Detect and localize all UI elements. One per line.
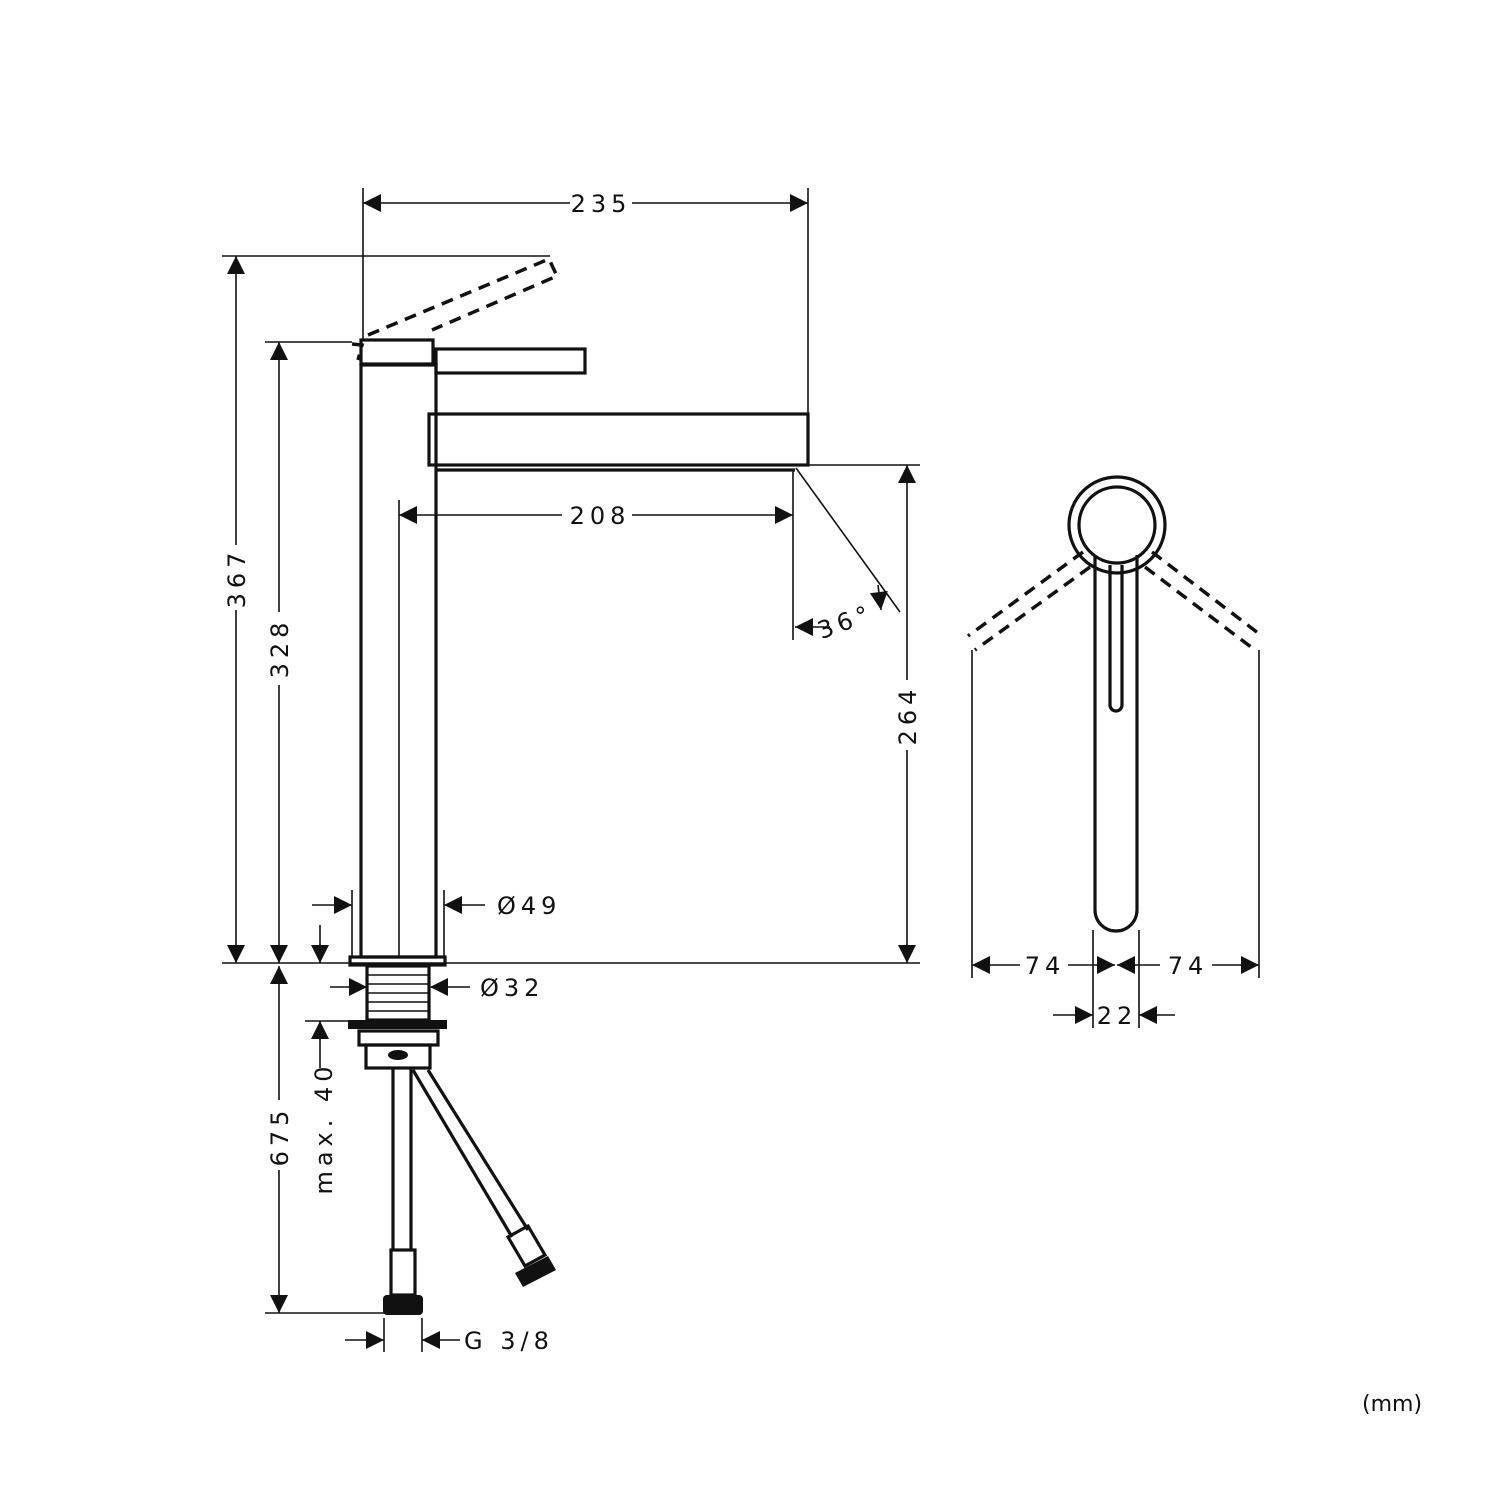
dim-lever-swing-right: 74 xyxy=(1168,952,1209,980)
faucet-spout xyxy=(427,412,810,467)
dim-overall-width: 235 xyxy=(571,190,632,218)
dim-lever-width: 22 xyxy=(1097,1002,1138,1030)
fixing-nut xyxy=(348,1020,447,1029)
dim-height-lever-raised: 367 xyxy=(223,548,251,609)
lever-raised-outline xyxy=(367,256,560,337)
unit-label: (mm) xyxy=(1362,1392,1423,1417)
lever-front xyxy=(1093,555,1139,933)
faucet-side-view xyxy=(348,256,810,1315)
dimension-labels: 235 208 36° 367 328 264 Ø49 Ø32 max. 40 … xyxy=(223,190,922,1355)
faucet-lever xyxy=(434,347,587,375)
dim-spout-reach: 208 xyxy=(570,502,631,530)
dim-max-thickness: max. 40 xyxy=(310,1061,338,1194)
dim-body-diameter: Ø49 xyxy=(497,892,561,920)
dim-hose-length: 675 xyxy=(266,1106,294,1167)
hose-angled xyxy=(411,1069,556,1287)
hose-straight xyxy=(383,1068,423,1315)
dim-spout-height: 264 xyxy=(894,685,922,746)
dimension-lines xyxy=(222,188,920,1352)
dim-connection: G 3/8 xyxy=(464,1327,554,1355)
dim-height-body: 328 xyxy=(266,618,294,679)
dim-lever-swing-left: 74 xyxy=(1025,952,1066,980)
faucet-cap xyxy=(359,338,435,366)
dim-thread-diameter: Ø32 xyxy=(480,974,544,1002)
dim-angle: 36° xyxy=(814,599,878,645)
mounting-thread xyxy=(365,964,431,1022)
faucet-front-view: 74 74 22 xyxy=(966,475,1264,1030)
